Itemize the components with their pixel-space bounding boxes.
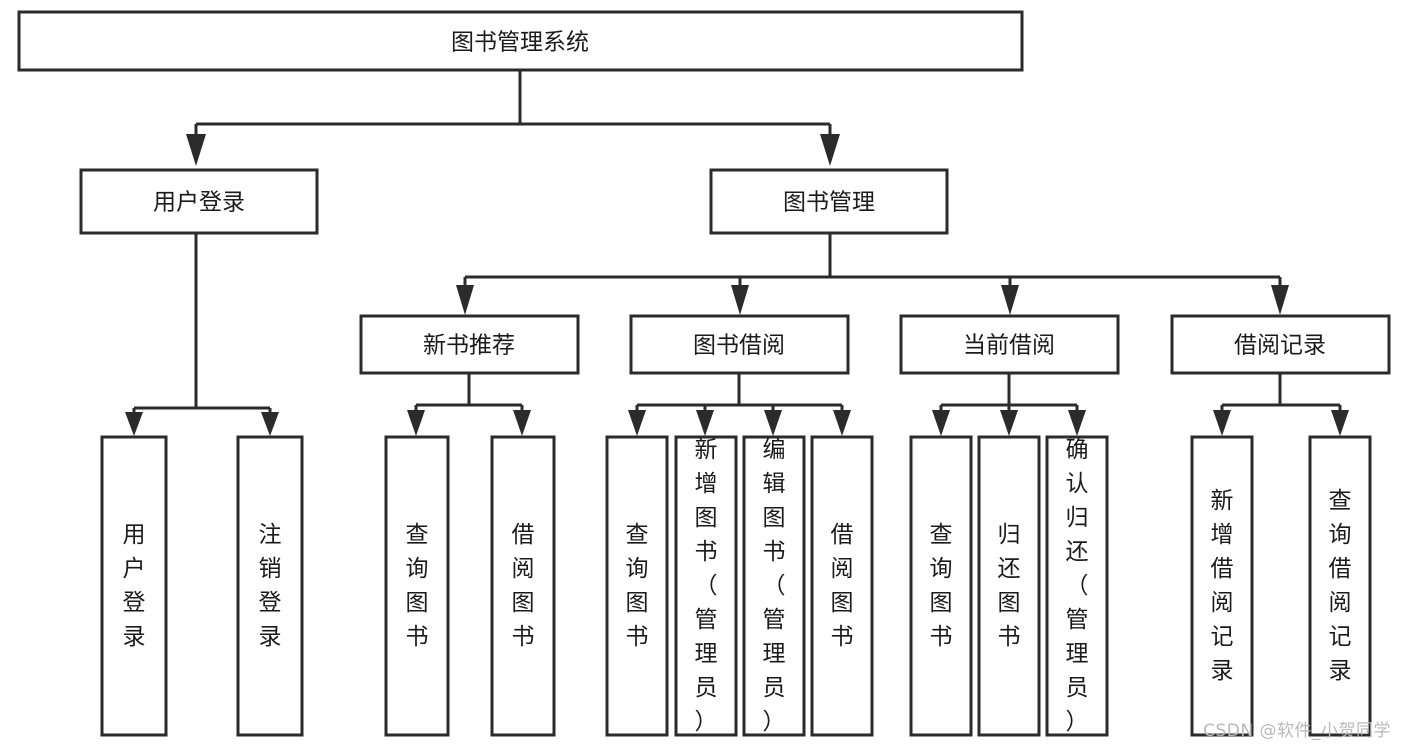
node-leaf-query-book-3[interactable]: 查询图书 <box>909 435 973 737</box>
node-leaf-add-record-label: 新增借阅记录 <box>1211 488 1234 684</box>
node-leaf-borrow-book-1[interactable]: 借阅图书 <box>490 435 556 737</box>
node-leaf-add-book-box[interactable] <box>674 435 738 737</box>
node-leaf-edit-book-box[interactable] <box>742 435 806 737</box>
node-root-box[interactable] <box>17 10 1024 72</box>
arrowhead-leaf-borrow-book-1 <box>513 410 531 436</box>
node-borrow-record[interactable]: 借阅记录 <box>1170 314 1391 375</box>
arrowhead-book-management <box>820 134 840 166</box>
node-book-borrow[interactable]: 图书借阅 <box>629 314 850 375</box>
node-leaf-add-record[interactable]: 新增借阅记录 <box>1190 435 1254 737</box>
node-leaf-query-book-1-label: 查询图书 <box>406 522 429 650</box>
node-leaf-add-book-label: 新增图书（管理员） <box>695 437 718 735</box>
node-new-book-recommend-box[interactable] <box>359 314 580 375</box>
node-leaf-query-book-2-label: 查询图书 <box>626 522 649 650</box>
node-leaf-query-book-2-box[interactable] <box>605 435 669 737</box>
arrowhead-book-borrow <box>731 285 749 315</box>
node-leaf-query-book-3-box[interactable] <box>909 435 973 737</box>
node-leaf-query-book-3-label: 查询图书 <box>930 522 953 650</box>
arrowhead-leaf-query-record <box>1331 410 1349 436</box>
node-leaf-user-logout-box[interactable] <box>236 435 304 737</box>
node-leaf-borrow-book-2[interactable]: 借阅图书 <box>810 435 874 737</box>
node-user-login-box[interactable] <box>79 168 319 235</box>
node-current-borrow[interactable]: 当前借阅 <box>899 314 1120 375</box>
node-leaf-return-book-label: 归还图书 <box>998 522 1021 650</box>
node-leaf-borrow-book-2-label: 借阅图书 <box>831 522 854 650</box>
node-borrow-record-box[interactable] <box>1170 314 1391 375</box>
node-user-login[interactable]: 用户登录 <box>79 168 319 235</box>
connector-layer <box>125 70 1349 436</box>
arrowhead-leaf-add-record <box>1213 410 1231 436</box>
arrowhead-leaf-query-book-2 <box>628 410 646 436</box>
node-leaf-user-login-label: 用户登录 <box>123 522 146 650</box>
node-book-borrow-box[interactable] <box>629 314 850 375</box>
arrowhead-leaf-add-book <box>696 410 714 436</box>
node-leaf-add-record-box[interactable] <box>1190 435 1254 737</box>
node-leaf-borrow-book-2-box[interactable] <box>810 435 874 737</box>
node-leaf-return-book-box[interactable] <box>977 435 1041 737</box>
node-leaf-borrow-book-1-box[interactable] <box>490 435 556 737</box>
node-new-book-recommend-label: 新书推荐 <box>423 333 515 359</box>
arrowhead-leaf-query-book-1 <box>407 410 425 436</box>
arrowhead-leaf-user-logout <box>261 412 279 436</box>
node-leaf-query-book-1-box[interactable] <box>384 435 450 737</box>
node-borrow-record-label: 借阅记录 <box>1234 333 1326 359</box>
node-leaf-query-book-2[interactable]: 查询图书 <box>605 435 669 737</box>
node-leaf-edit-book-label: 编辑图书（管理员） <box>763 437 786 735</box>
arrowhead-leaf-query-book-3 <box>932 410 950 436</box>
arrowhead-leaf-confirm-return <box>1068 410 1086 436</box>
node-leaf-query-record[interactable]: 查询借阅记录 <box>1308 435 1372 737</box>
node-book-management[interactable]: 图书管理 <box>709 168 949 235</box>
node-current-borrow-box[interactable] <box>899 314 1120 375</box>
arrowhead-user-login <box>186 134 206 166</box>
node-book-management-box[interactable] <box>709 168 949 235</box>
node-root-label: 图书管理系统 <box>451 30 589 56</box>
arrowhead-leaf-user-login <box>125 412 143 436</box>
node-new-book-recommend[interactable]: 新书推荐 <box>359 314 580 375</box>
node-leaf-borrow-book-1-label: 借阅图书 <box>512 522 535 650</box>
node-leaf-edit-book[interactable]: 编辑图书（管理员） <box>742 435 806 737</box>
node-leaf-query-record-label: 查询借阅记录 <box>1329 488 1352 684</box>
node-leaf-confirm-return[interactable]: 确认归还（管理员） <box>1045 435 1109 737</box>
arrowhead-leaf-borrow-book-2 <box>833 410 851 436</box>
node-book-borrow-label: 图书借阅 <box>693 333 785 359</box>
node-root[interactable]: 图书管理系统 <box>17 10 1024 72</box>
node-leaf-add-book[interactable]: 新增图书（管理员） <box>674 435 738 737</box>
csdn-watermark: CSDN @软件_小贺同学 <box>1203 721 1391 741</box>
node-user-login-label: 用户登录 <box>153 190 245 216</box>
node-book-management-label: 图书管理 <box>783 190 875 216</box>
node-current-borrow-label: 当前借阅 <box>963 333 1055 359</box>
arrowhead-leaf-return-book <box>1000 410 1018 436</box>
node-leaf-return-book[interactable]: 归还图书 <box>977 435 1041 737</box>
arrowhead-borrow-record <box>1271 285 1289 315</box>
arrowhead-new-book-recommend <box>456 285 474 315</box>
node-leaf-user-login[interactable]: 用户登录 <box>100 435 168 737</box>
node-leaf-query-record-box[interactable] <box>1308 435 1372 737</box>
node-leaf-confirm-return-box[interactable] <box>1045 435 1109 737</box>
node-leaf-user-logout[interactable]: 注销登录 <box>236 435 304 737</box>
arrowhead-leaf-edit-book <box>764 410 782 436</box>
node-leaf-user-login-box[interactable] <box>100 435 168 737</box>
arrowhead-current-borrow <box>1001 285 1019 315</box>
node-leaf-confirm-return-label: 确认归还（管理员） <box>1066 437 1089 735</box>
node-leaf-user-logout-label: 注销登录 <box>259 522 282 650</box>
node-leaf-query-book-1[interactable]: 查询图书 <box>384 435 450 737</box>
